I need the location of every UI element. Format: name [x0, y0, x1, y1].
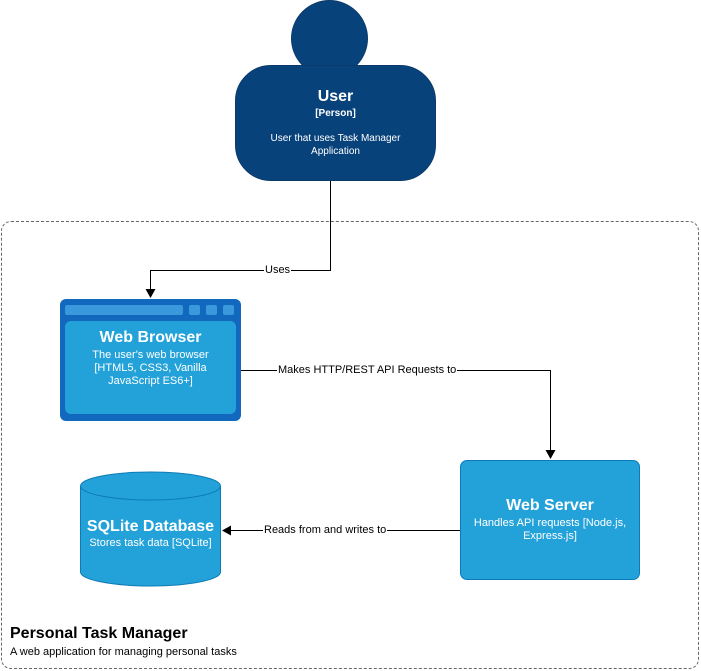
person-kind: [Person]	[315, 108, 356, 119]
person-head-shape	[291, 0, 368, 77]
browser-name: Web Browser	[99, 329, 202, 346]
container-web-browser[interactable]: Web Browser The user's web browser [HTML…	[60, 299, 241, 421]
browser-window-button	[223, 305, 234, 315]
database-cylinder	[80, 471, 221, 587]
edge-uses-line	[145, 181, 331, 298]
container-sqlite-database[interactable]: SQLite Database Stores task data [SQLite…	[80, 518, 221, 550]
edge-http-line	[241, 370, 556, 459]
edge-http-label: Makes HTTP/REST API Requests to	[277, 364, 458, 377]
server-name: Web Server	[506, 497, 594, 514]
edge-rw-label: Reads from and writes to	[263, 524, 388, 537]
server-description: Handles API requests [Node.js, Express.j…	[473, 517, 627, 542]
edge-uses-label: Uses	[264, 264, 292, 277]
browser-window-button	[206, 305, 217, 315]
boundary-title: Personal Task Manager	[10, 625, 188, 642]
browser-content: Web Browser The user's web browser [HTML…	[65, 321, 236, 414]
person-description: User that uses Task Manager Application	[270, 133, 401, 157]
system-boundary	[0, 220, 699, 669]
database-name: SQLite Database	[86, 518, 215, 535]
browser-address-bar	[65, 305, 183, 315]
container-web-server[interactable]: Web Server Handles API requests [Node.js…	[460, 460, 640, 580]
database-description: Stores task data [SQLite]	[89, 537, 212, 549]
person-user[interactable]: User [Person] User that uses Task Manage…	[235, 65, 436, 181]
person-name: User	[317, 88, 354, 105]
boundary-description: A web application for managing personal …	[10, 646, 237, 658]
browser-description: The user's web browser [HTML5, CSS3, Van…	[92, 349, 209, 387]
browser-window-button	[189, 305, 200, 315]
